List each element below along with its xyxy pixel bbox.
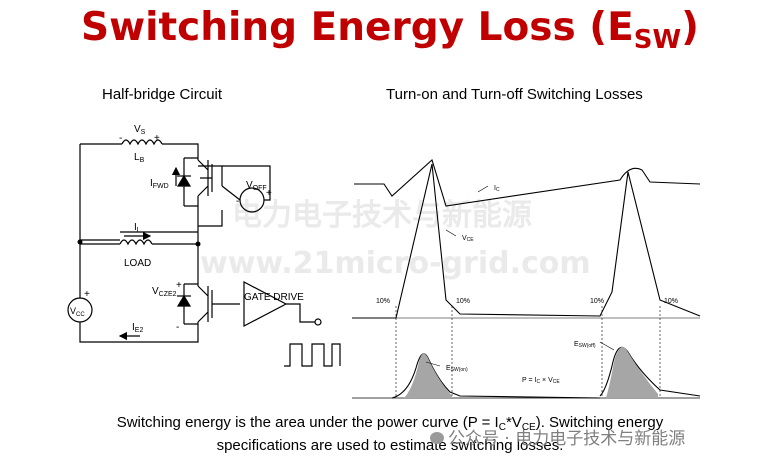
vcc-label: VCC	[70, 306, 85, 318]
watermark-url: www.21micro-grid.com	[200, 246, 591, 281]
voff-minus: -	[236, 196, 239, 207]
title-subscript: SW	[633, 25, 682, 55]
ie2-label: IE2	[132, 322, 143, 334]
guide-lines	[395, 306, 661, 398]
lower-diode	[176, 294, 192, 307]
lower-igbt	[197, 285, 240, 323]
lb-label: LB	[134, 152, 145, 164]
wechat-watermark: 公众号 · 电力电子技术与新能源	[430, 424, 685, 449]
pct-label-2: 10%	[456, 298, 470, 305]
gate-drive-amp	[243, 281, 288, 327]
esw-off-area	[606, 346, 658, 398]
esw-off-label: ESW(off)	[574, 341, 596, 349]
vcc-source	[67, 297, 93, 323]
ic-waveform	[354, 159, 701, 207]
voff-label: VOFF	[246, 180, 267, 192]
junction-dot	[77, 239, 83, 245]
load-label: LOAD	[124, 258, 151, 269]
junction-dot	[195, 241, 201, 247]
waveform-panel	[352, 159, 701, 399]
half-bridge-circuit	[67, 139, 341, 367]
bottom-text-line1: Switching energy is the area under the p…	[116, 414, 664, 433]
ic-label: IC	[494, 185, 500, 193]
pct-label-1: 10%	[376, 298, 390, 305]
gate-drive-terminal	[314, 318, 322, 326]
ifwd-label: IFWD	[150, 178, 169, 190]
leader-lines	[425, 185, 615, 367]
pct-label-3: 10%	[590, 298, 604, 305]
voff-wires	[198, 165, 223, 227]
title-main: Switching Energy Loss (E	[81, 5, 634, 50]
voff-plus: +	[266, 188, 272, 199]
waveform-caption: Turn-on and Turn-off Switching Losses	[386, 86, 643, 103]
vs-label: VS	[134, 124, 146, 136]
top-wire-right	[162, 143, 199, 160]
vce-waveform	[352, 163, 701, 319]
watermark-chinese: 电力电子技术与新能源	[232, 198, 532, 233]
esw-on-area	[404, 353, 452, 398]
vcze2-plus: +	[176, 280, 182, 291]
il-label: IL	[134, 222, 141, 234]
vcc-plus: +	[84, 289, 90, 300]
inductor-load	[119, 239, 153, 246]
slide-title: Switching Energy Loss (ESW)	[0, 4, 780, 64]
upper-diode	[176, 174, 192, 187]
bottom-text-line2: specifications are used to estimate swit…	[216, 437, 564, 454]
supply-wire-bottom	[79, 322, 199, 343]
vcze2-minus: -	[176, 322, 179, 333]
vs-minus: -	[119, 133, 122, 144]
wechat-icon	[430, 432, 444, 444]
inductor-lb	[121, 139, 163, 146]
midpoint-wire	[80, 208, 199, 241]
power-equation: P = IC × VCE	[522, 377, 560, 385]
vs-plus: +	[154, 133, 160, 144]
esw-on-label: ESW(on)	[446, 365, 468, 373]
gate-pulse-train	[284, 343, 341, 367]
gate-drive-label: GATE DRIVE	[244, 292, 304, 303]
half-bridge-caption: Half-bridge Circuit	[102, 86, 223, 103]
title-close: )	[681, 5, 699, 50]
pct-label-4: 10%	[664, 298, 678, 305]
vcze2-label: VCZE2	[152, 286, 177, 298]
upper-igbt	[197, 159, 213, 197]
vce-label: VCE	[462, 235, 474, 243]
